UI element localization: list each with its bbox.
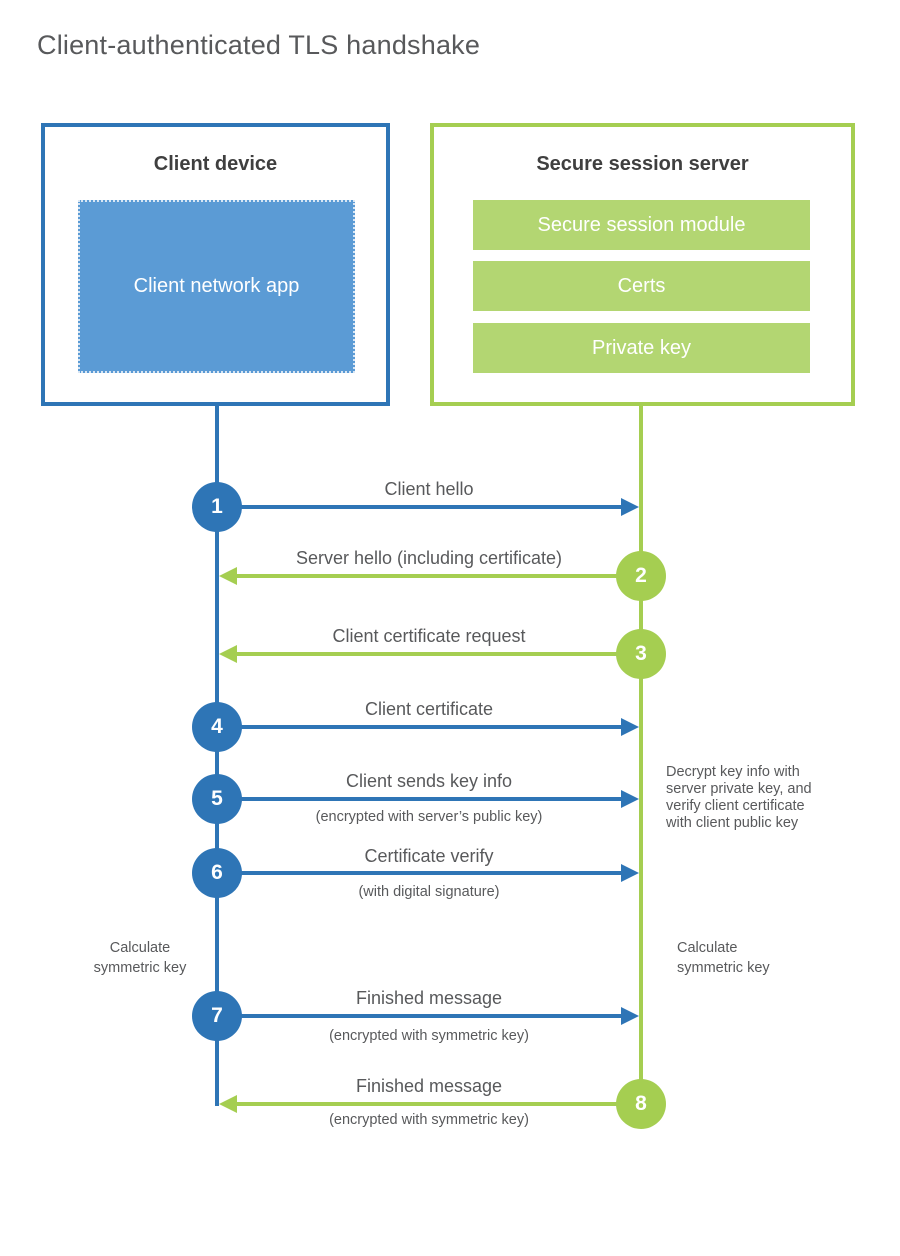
message-arrow-1 <box>238 505 621 509</box>
client-device-box: Client device Client network app <box>41 123 390 406</box>
note-decrypt-key-info: Decrypt key info with server private key… <box>666 764 841 832</box>
arrow-head-right-icon <box>621 790 639 808</box>
note-calc-line: symmetric key <box>93 960 187 976</box>
arrow-head-right-icon <box>621 718 639 736</box>
server-box: Secure session server Secure session mod… <box>430 123 855 406</box>
message-arrow-2 <box>237 574 618 578</box>
note-calculate-symmetric-key-client: Calculate symmetric key <box>70 938 210 978</box>
note-decrypt-line: verify client certificate <box>666 798 805 814</box>
arrow-head-left-icon <box>219 1095 237 1113</box>
message-label-4: Client certificate <box>364 699 494 719</box>
message-sublabel-6: (with digital signature) <box>358 884 500 900</box>
message-label-1: Client hello <box>384 479 474 499</box>
message-arrow-6 <box>238 871 621 875</box>
client-network-app-box: Client network app <box>78 200 355 373</box>
note-calc-line: Calculate <box>109 940 171 956</box>
message-label-3: Client certificate request <box>332 626 526 646</box>
server-module-certs: Certs <box>473 261 810 311</box>
step-circle-4: 4 <box>192 702 242 752</box>
client-device-title: Client device <box>153 153 278 175</box>
message-label-8: Finished message <box>355 1076 503 1096</box>
step-circle-7: 7 <box>192 991 242 1041</box>
message-label-5: Client sends key info <box>345 771 513 791</box>
server-module-secure-session: Secure session module <box>473 200 810 250</box>
message-arrow-5 <box>238 797 621 801</box>
arrow-head-right-icon <box>621 498 639 516</box>
message-arrow-8 <box>237 1102 618 1106</box>
step-circle-8: 8 <box>616 1079 666 1129</box>
step-circle-3: 3 <box>616 629 666 679</box>
step-circle-6: 6 <box>192 848 242 898</box>
message-label-2: Server hello (including certificate) <box>295 548 563 568</box>
note-decrypt-line: server private key, and <box>666 781 812 797</box>
client-lifeline <box>215 406 219 1106</box>
note-decrypt-line: Decrypt key info with <box>666 764 800 780</box>
arrow-head-right-icon <box>621 1007 639 1025</box>
message-sublabel-7: (encrypted with symmetric key) <box>329 1028 529 1044</box>
note-calc-line: symmetric key <box>677 960 770 976</box>
message-sublabel-5: (encrypted with server’s public key) <box>315 809 543 825</box>
server-module-private-key: Private key <box>473 323 810 373</box>
message-sublabel-8: (encrypted with symmetric key) <box>329 1112 529 1128</box>
client-network-app-label: Client network app <box>133 275 300 297</box>
message-arrow-3 <box>237 652 618 656</box>
message-label-7: Finished message <box>355 988 503 1008</box>
message-label-6: Certificate verify <box>364 846 494 866</box>
diagram-title: Client-authenticated TLS handshake <box>37 30 481 60</box>
message-arrow-7 <box>238 1014 621 1018</box>
message-arrow-4 <box>238 725 621 729</box>
note-decrypt-line: with client public key <box>666 815 799 831</box>
server-title: Secure session server <box>536 153 749 175</box>
note-calculate-symmetric-key-server: Calculate symmetric key <box>677 938 817 978</box>
server-lifeline <box>639 406 643 1106</box>
step-circle-1: 1 <box>192 482 242 532</box>
note-calc-line: Calculate <box>677 940 738 956</box>
step-circle-2: 2 <box>616 551 666 601</box>
arrow-head-left-icon <box>219 567 237 585</box>
step-circle-5: 5 <box>192 774 242 824</box>
arrow-head-left-icon <box>219 645 237 663</box>
arrow-head-right-icon <box>621 864 639 882</box>
